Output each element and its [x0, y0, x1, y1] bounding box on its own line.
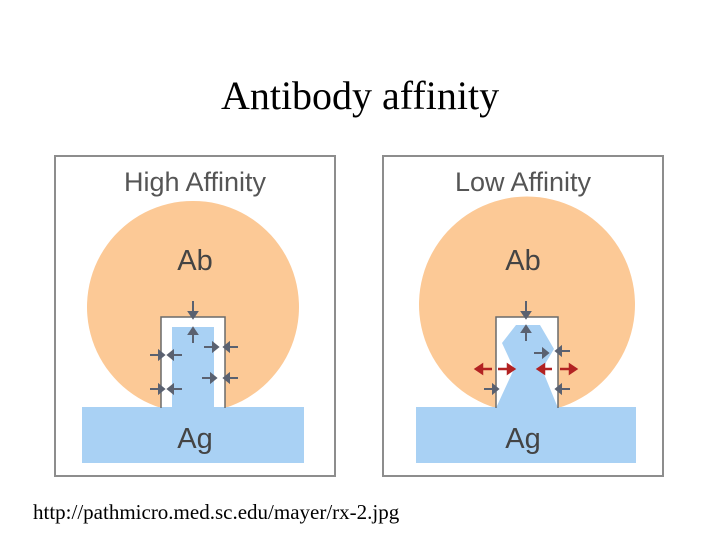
arrow-icon	[492, 382, 500, 396]
arrow-icon	[158, 382, 166, 396]
weak-binding-arrows	[473, 362, 579, 376]
antigen-base	[416, 407, 636, 463]
low-affinity-heading: Low Affinity	[454, 167, 592, 197]
arrow-icon	[212, 340, 220, 354]
binding-arrows	[484, 301, 570, 396]
arrow-icon	[554, 382, 562, 396]
arrow-icon	[158, 348, 166, 362]
arrow-icon	[187, 326, 199, 335]
high-affinity-heading: High Affinity	[123, 167, 267, 197]
antibody-label: Ab	[505, 245, 541, 277]
arrow-icon	[187, 311, 199, 320]
antigen-label: Ag	[177, 423, 213, 455]
arrow-icon	[520, 311, 532, 320]
binding-arrows	[150, 301, 238, 396]
high-affinity-panel: High Affinity Ab Ag	[54, 155, 336, 477]
arrow-icon	[554, 344, 562, 358]
arrow-icon	[222, 371, 230, 385]
red-arrow-icon	[506, 362, 517, 376]
antigen-base	[82, 407, 304, 463]
arrow-icon	[222, 340, 230, 354]
antigen-protrusion	[496, 325, 558, 408]
arrow-icon	[166, 382, 174, 396]
arrow-icon	[542, 346, 550, 360]
antibody-label: Ab	[177, 245, 213, 277]
high-affinity-diagram	[82, 200, 304, 463]
antigen-label: Ag	[505, 423, 541, 455]
slide-title: Antibody affinity	[220, 73, 500, 118]
red-arrow-icon	[568, 362, 579, 376]
source-url: http://pathmicro.med.sc.edu/mayer/rx-2.j…	[33, 500, 400, 524]
red-arrow-icon	[535, 362, 546, 376]
red-arrow-icon	[473, 362, 484, 376]
low-affinity-panel: Low Affinity Ab Ag	[382, 155, 664, 477]
arrow-icon	[520, 324, 532, 333]
low-affinity-diagram	[416, 196, 636, 463]
arrow-icon	[210, 371, 218, 385]
arrow-icon	[166, 348, 174, 362]
